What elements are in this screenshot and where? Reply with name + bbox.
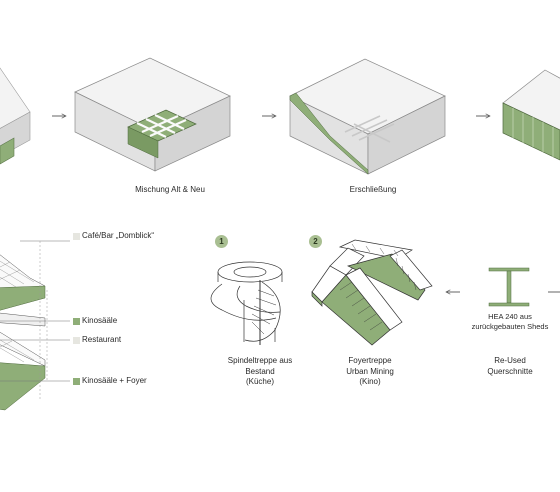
stair-1-caption-line-1: Spindeltreppe aus — [227, 356, 293, 365]
legend-restaurant-label: Restaurant — [82, 335, 122, 344]
beam-label-line-1: HEA 240 aus — [488, 312, 532, 321]
beam-label-line-2: zurückgebauten Sheds — [471, 321, 549, 331]
stair-1-caption: Spindeltreppe aus Bestand (Küche) — [210, 356, 310, 388]
step-3-block — [289, 58, 446, 175]
step-1-block — [0, 67, 31, 165]
stair-2-caption-line-3: (Kino) — [359, 377, 381, 386]
legend-cafe-label: Café/Bar „Domblick“ — [82, 231, 155, 240]
beam-caption: Re-Used Querschnitte — [470, 356, 550, 377]
stair-2-caption-line-2: Urban Mining — [346, 366, 394, 376]
stair-1-caption-line-3: (Küche) — [245, 377, 274, 386]
step-4-block — [502, 69, 560, 161]
stair-1-badge: 1 — [215, 235, 228, 248]
stacked-floor-plans — [0, 254, 46, 411]
beam-caption-line-1: Re-Used — [494, 356, 526, 365]
hea-beam-icon — [488, 267, 530, 307]
legend-swatch-kinosaele — [73, 318, 80, 325]
legend-swatch-kinosaele-foyer — [73, 378, 80, 385]
stair-2-caption: Foyertreppe Urban Mining (Kino) — [325, 356, 415, 388]
legend-kinosaele-label: Kinosääle — [82, 316, 118, 325]
step-3-label: Erschließung — [349, 185, 397, 194]
legend-kinosaele-foyer-label: Kinosääle + Foyer — [82, 376, 147, 385]
stair-2-caption-line-1: Foyertreppe — [348, 356, 392, 365]
legend-swatch-cafe — [73, 233, 80, 240]
foyer-stair-drawing — [311, 239, 433, 346]
legend-swatch-restaurant — [73, 337, 80, 344]
step-2-block — [74, 57, 231, 172]
stair-2-badge: 2 — [309, 235, 322, 248]
beam-caption-line-2: Querschnitte — [487, 366, 533, 376]
stair-1-caption-line-2: Bestand — [245, 366, 275, 376]
legend-leaders — [0, 240, 70, 382]
beam-label: HEA 240 aus zurückgebauten Sheds — [465, 312, 555, 331]
step-2-label: Mischung Alt & Neu — [135, 185, 205, 194]
spiral-stair-drawing — [210, 261, 283, 345]
